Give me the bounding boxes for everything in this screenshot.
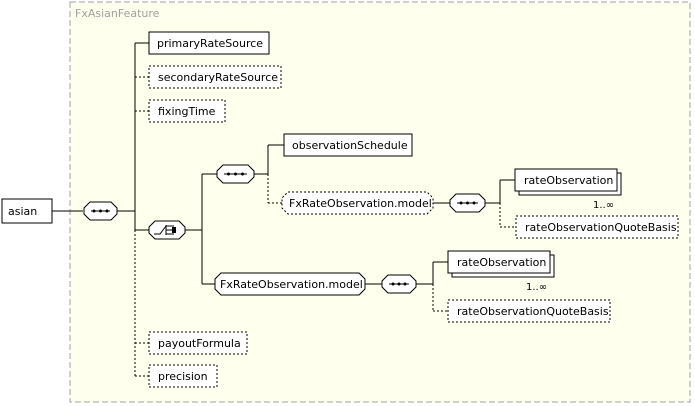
- element-fixing-time-label: fixingTime: [158, 105, 216, 118]
- group-title: FxAsianFeature: [75, 7, 160, 20]
- group-fx-rate-observation-model-label: FxRateObservation.model: [220, 278, 363, 291]
- element-primary-rate-source-label: primaryRateSource: [157, 37, 263, 50]
- element-precision-label: precision: [158, 370, 208, 383]
- element-rate-observation-quote-basis-2-label: rateObservationQuoteBasis: [457, 305, 609, 318]
- sequence-compositor-icon: [83, 201, 118, 221]
- element-primary-rate-source[interactable]: primaryRateSource: [148, 31, 270, 55]
- element-rate-observation-2-label: rateObservation: [457, 256, 546, 269]
- element-observation-schedule-label: observationSchedule: [292, 139, 408, 152]
- element-rate-observation-quote-basis-2[interactable]: rateObservationQuoteBasis: [447, 299, 611, 323]
- element-asian[interactable]: asian: [1, 198, 53, 224]
- element-rate-observation-quote-basis-1-label: rateObservationQuoteBasis: [525, 221, 677, 234]
- sequence-compositor-icon: [216, 164, 255, 184]
- sequence-compositor-icon: [381, 274, 417, 294]
- sequence-compositor-icon: [449, 193, 486, 213]
- element-rate-observation-1[interactable]: rateObservation: [514, 168, 622, 196]
- element-observation-schedule[interactable]: observationSchedule: [283, 133, 413, 157]
- element-payout-formula[interactable]: payoutFormula: [148, 331, 248, 355]
- element-rate-observation-2[interactable]: rateObservation: [447, 250, 555, 278]
- group-fx-rate-observation-model[interactable]: FxRateObservation.model: [214, 272, 366, 296]
- element-secondary-rate-source-label: secondaryRateSource: [158, 71, 278, 84]
- cardinality-rate-observation-1: 1..∞: [593, 200, 614, 211]
- group-fx-rate-observation-model-optional-label: FxRateObservation.model: [289, 197, 432, 210]
- group-fx-rate-observation-model-optional[interactable]: FxRateObservation.model: [281, 191, 434, 215]
- cardinality-rate-observation-2: 1..∞: [526, 282, 547, 293]
- element-payout-formula-label: payoutFormula: [158, 337, 241, 350]
- element-rate-observation-1-label: rateObservation: [524, 174, 613, 187]
- element-secondary-rate-source[interactable]: secondaryRateSource: [148, 65, 282, 89]
- choice-compositor-icon: [148, 220, 186, 240]
- element-asian-label: asian: [8, 205, 37, 218]
- element-rate-observation-quote-basis-1[interactable]: rateObservationQuoteBasis: [515, 215, 679, 239]
- element-fixing-time[interactable]: fixingTime: [148, 99, 226, 123]
- element-precision[interactable]: precision: [148, 364, 218, 388]
- connector-lines: [52, 42, 516, 377]
